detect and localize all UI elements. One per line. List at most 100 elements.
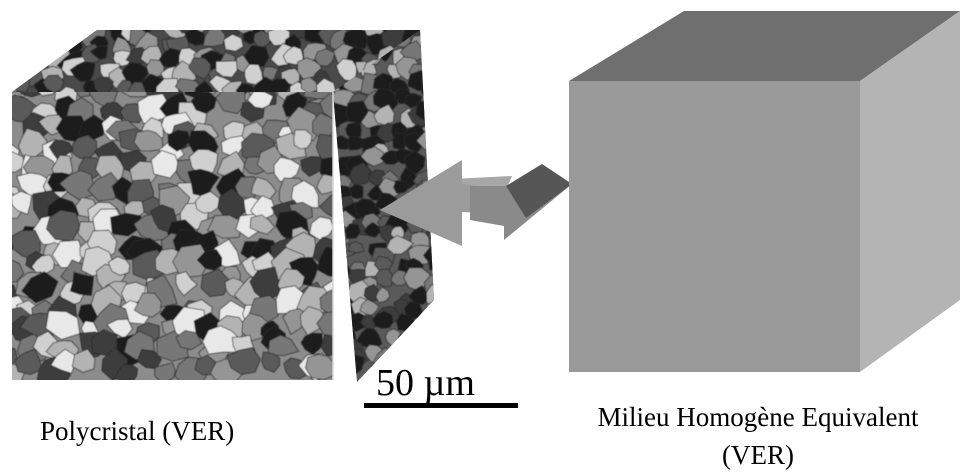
grain xyxy=(425,334,434,354)
grain xyxy=(425,284,434,307)
grain xyxy=(69,61,96,83)
grain xyxy=(293,129,313,150)
grain xyxy=(188,57,212,80)
grain xyxy=(175,330,203,351)
grain xyxy=(348,161,372,186)
grain xyxy=(150,149,181,179)
grain xyxy=(338,328,357,348)
homogeneous-label-line2: (VER) xyxy=(722,440,794,470)
grain xyxy=(58,86,77,92)
grain xyxy=(316,246,333,278)
grain xyxy=(422,65,434,78)
grain xyxy=(261,351,281,373)
grain xyxy=(72,92,96,98)
grain xyxy=(243,45,270,68)
grain xyxy=(0,223,9,242)
grain xyxy=(316,310,333,337)
grain xyxy=(175,271,198,297)
grain xyxy=(393,180,411,194)
grain xyxy=(33,30,53,44)
grain xyxy=(68,14,86,29)
grain xyxy=(347,241,365,254)
grain xyxy=(71,348,96,373)
grain xyxy=(267,334,300,356)
grain xyxy=(375,268,394,287)
grain xyxy=(345,122,362,139)
grain xyxy=(372,310,394,329)
grain xyxy=(26,47,49,69)
grain xyxy=(215,60,238,78)
grain xyxy=(12,43,34,66)
scale-bar xyxy=(364,403,518,408)
grain xyxy=(267,30,291,47)
grain xyxy=(421,79,434,103)
grain xyxy=(133,292,162,318)
grain xyxy=(345,12,364,29)
grain xyxy=(184,30,207,46)
grain xyxy=(99,30,120,32)
grain xyxy=(107,256,131,276)
grain xyxy=(45,310,81,340)
arrow-right-head-dark xyxy=(506,164,572,218)
grain xyxy=(12,33,19,56)
polycrystal-label: Polycristal (VER) xyxy=(40,416,235,446)
grain xyxy=(223,33,244,52)
grain xyxy=(133,129,164,152)
grain xyxy=(12,92,46,98)
grain xyxy=(333,271,351,293)
grain xyxy=(427,87,434,104)
grain xyxy=(273,156,301,182)
homogeneous-cube xyxy=(569,11,960,372)
grain xyxy=(267,78,292,92)
grain xyxy=(12,30,14,34)
grain xyxy=(399,40,427,61)
grain xyxy=(174,78,202,92)
grain xyxy=(253,30,271,50)
grain xyxy=(422,243,434,263)
grain xyxy=(333,313,352,329)
grain xyxy=(78,114,107,141)
grain xyxy=(125,81,149,92)
homogeneous-medium-label: Milieu Homogène Equivalent (VER) xyxy=(562,398,954,474)
grain xyxy=(349,183,364,199)
grain xyxy=(193,80,215,92)
grain xyxy=(31,30,50,31)
grain xyxy=(376,14,394,28)
grain xyxy=(43,30,68,42)
grain xyxy=(21,271,59,304)
grain xyxy=(418,30,434,31)
grain xyxy=(93,76,114,92)
grain xyxy=(346,381,366,382)
grain xyxy=(424,312,434,330)
grain xyxy=(12,74,30,92)
grain xyxy=(12,45,19,67)
grain xyxy=(19,30,41,39)
grain xyxy=(114,364,138,380)
grain xyxy=(69,271,94,296)
grain xyxy=(430,51,434,66)
grain xyxy=(49,32,72,51)
grain xyxy=(318,193,333,217)
grain xyxy=(48,139,74,162)
grain xyxy=(34,92,61,97)
grain xyxy=(106,318,133,339)
grain xyxy=(403,301,423,320)
homogeneous-label-line1: Milieu Homogène Equivalent xyxy=(597,402,919,432)
homogeneous-top-face xyxy=(569,11,960,81)
grain xyxy=(398,332,414,348)
grain xyxy=(154,362,176,380)
grain xyxy=(429,30,434,47)
grain xyxy=(46,209,80,242)
grain xyxy=(319,286,333,316)
grain xyxy=(360,146,384,167)
polycrystal-front-grains xyxy=(0,92,333,380)
grain xyxy=(177,30,193,34)
grain xyxy=(334,362,353,380)
grain xyxy=(136,349,162,370)
grain xyxy=(0,126,10,143)
grain xyxy=(333,345,355,368)
grain xyxy=(12,61,27,81)
grain xyxy=(363,221,381,238)
grain xyxy=(312,112,333,140)
grain xyxy=(61,34,84,54)
